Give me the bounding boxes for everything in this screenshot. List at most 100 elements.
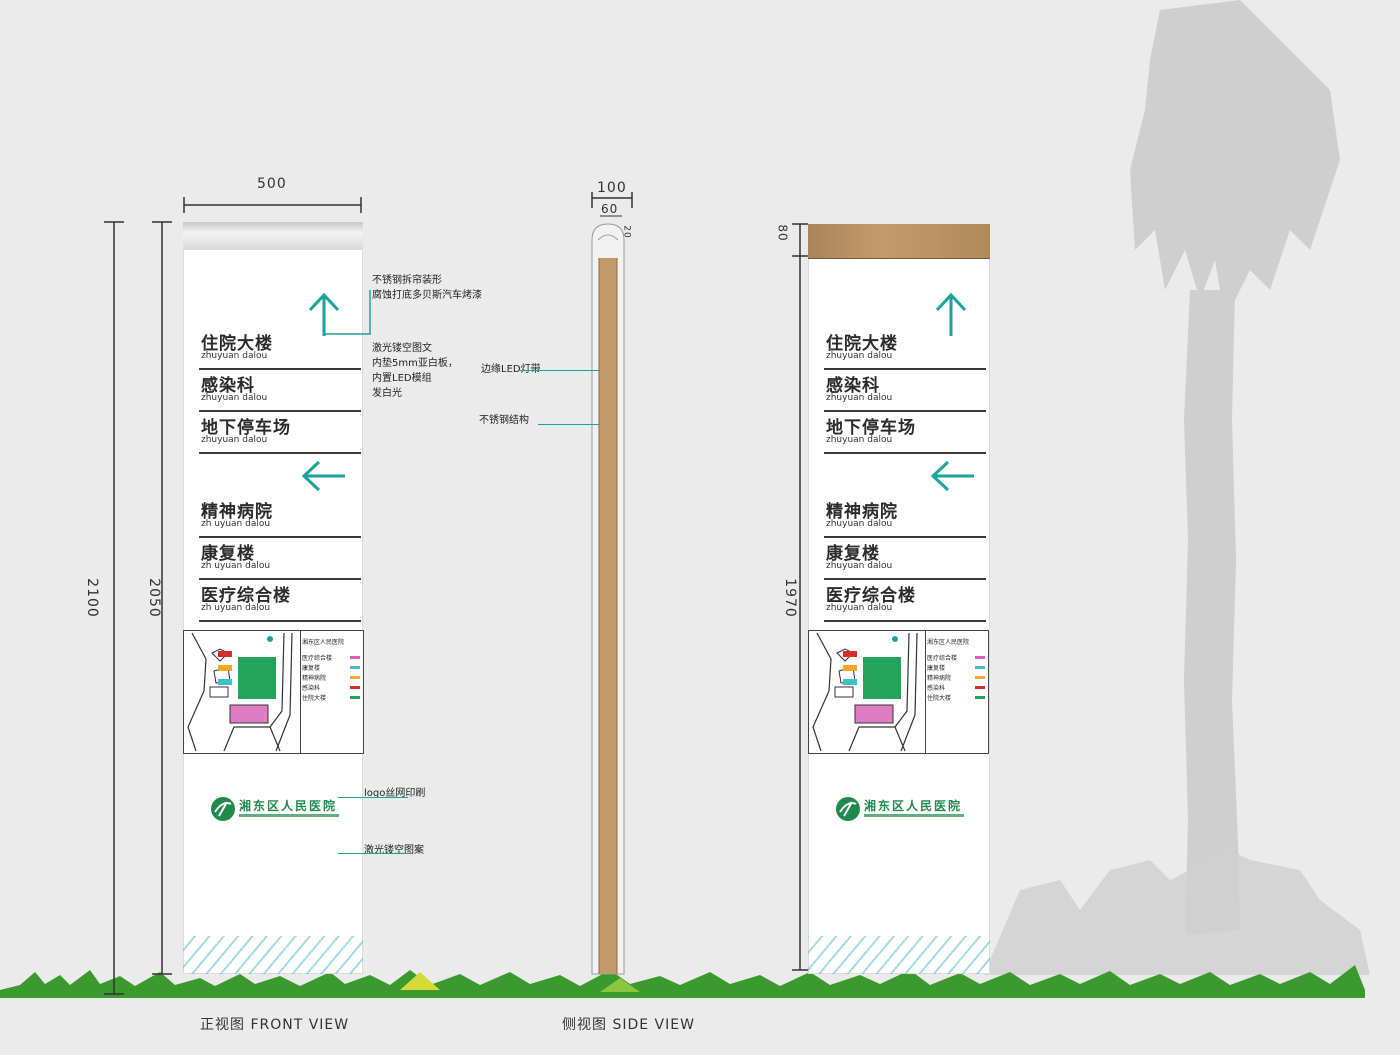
side-view-caption: 侧视图 SIDE VIEW (562, 1017, 695, 1033)
directory-item: 精神病院 zh uyuan dalou (199, 496, 361, 538)
legend-row: 康复楼 (302, 663, 360, 673)
legend-label: 住院大楼 (302, 695, 327, 702)
legend-row: 住院大楼 (927, 693, 985, 703)
directory-name: 精神病院 (201, 502, 273, 522)
frame-leader-line (538, 424, 600, 425)
logo-text: 湘东区人民医院 (239, 799, 338, 813)
side-inner-label: 60 (601, 202, 619, 216)
front-sign-cap (183, 222, 363, 250)
directory-name: 感染科 (826, 376, 880, 396)
directory-name: 医疗综合楼 (201, 586, 291, 606)
cap-note-line: 不锈钢拆帘装形 (372, 275, 442, 286)
panel-note-line: 激光镂空图文 (372, 343, 432, 354)
logo-underline (239, 814, 339, 817)
led-annotation: 边缘LED灯带 (481, 364, 541, 375)
logo-underline (864, 814, 964, 817)
front-site-map: 湘东区人民医院 医疗综合楼 康复楼 精神病院 感染科 住院大楼 (183, 630, 364, 754)
legend-swatch (975, 656, 985, 659)
rear-directory-group-2: 精神病院 zhuyuan dalou 康复楼 zhuyuan dalou 医疗综… (824, 496, 986, 622)
legend-swatch (350, 696, 360, 699)
map-legend-title: 湘东区人民医院 (302, 639, 345, 646)
directory-item: 感染科 zhuyuan dalou (824, 370, 986, 412)
base-annotation: 激光镂空图案 (364, 845, 424, 856)
legend-label: 住院大楼 (927, 695, 952, 702)
front-height-dimensions (104, 221, 172, 995)
legend-swatch (350, 686, 360, 689)
panel-note-line: 内置LED模组 (372, 373, 432, 384)
directory-pinyin: zhuyuan dalou (826, 519, 893, 529)
legend-label: 感染科 (302, 685, 321, 692)
panel-annotation: 激光镂空图文 内垫5mm亚白板， 内置LED模组 发白光 (372, 341, 458, 401)
directory-pinyin: zhuyuan dalou (826, 603, 893, 613)
front-sign-panel: 住院大楼 zhuyuan dalou 感染科 zhuyuan dalou 地下停… (183, 222, 364, 974)
arrow-left-icon (301, 460, 345, 492)
arrow-up-icon (308, 292, 340, 336)
rear-wood-cap (808, 224, 990, 259)
directory-name: 康复楼 (826, 544, 880, 564)
cap-annotation: 不锈钢拆帘装形 腐蚀打底多贝斯汽车烤漆 (372, 273, 482, 303)
legend-swatch (975, 666, 985, 669)
directory-name: 医疗综合楼 (826, 586, 916, 606)
panel-note-line: 内垫5mm亚白板， (372, 358, 458, 369)
directory-item: 住院大楼 zhuyuan dalou (199, 328, 361, 370)
side-depth-dimensions (591, 192, 633, 217)
directory-pinyin: zhuyuan dalou (201, 393, 268, 403)
legend-row: 精神病院 (927, 673, 985, 683)
legend-row: 精神病院 (302, 673, 360, 683)
rear-cap-height-label: 80 (775, 224, 790, 242)
directory-item: 感染科 zhuyuan dalou (199, 370, 361, 412)
directory-name: 住院大楼 (201, 334, 273, 354)
frame-annotation: 不锈钢结构 (479, 415, 529, 426)
legend-row: 医疗综合楼 (302, 653, 360, 663)
legend-swatch (350, 666, 360, 669)
side-depth-label: 100 (597, 180, 627, 196)
legend-row: 感染科 (927, 683, 985, 693)
palm-tree-silhouette (985, 0, 1370, 975)
legend-row: 康复楼 (927, 663, 985, 673)
legend-row: 医疗综合楼 (927, 653, 985, 663)
hospital-logo: 湘东区人民医院 (834, 794, 974, 828)
directory-pinyin: zhuyuan dalou (201, 351, 268, 361)
map-divider (925, 631, 926, 753)
directory-pinyin: zhuyuan dalou (826, 561, 893, 571)
directory-item: 医疗综合楼 zhuyuan dalou (824, 580, 986, 622)
legend-label: 康复楼 (302, 665, 321, 672)
directory-name: 感染科 (201, 376, 255, 396)
directory-pinyin: zhuyuan dalou (201, 435, 268, 445)
front-width-dimension (183, 197, 362, 213)
front-base-hatch-pattern (183, 936, 363, 974)
legend-label: 康复楼 (927, 665, 946, 672)
directory-item: 住院大楼 zhuyuan dalou (824, 328, 986, 370)
front-directory-group-1: 住院大楼 zhuyuan dalou 感染科 zhuyuan dalou 地下停… (199, 328, 361, 454)
logo-annotation: logo丝网印刷 (364, 788, 426, 799)
directory-item: 地下停车场 zhuyuan dalou (824, 412, 986, 454)
side-post (591, 223, 625, 975)
directory-pinyin: zh uyuan dalou (201, 519, 271, 529)
rear-base-hatch-pattern (808, 936, 990, 974)
legend-label: 医疗综合楼 (927, 655, 958, 662)
directory-pinyin: zh uyuan dalou (201, 603, 271, 613)
rear-panel-height-label: 1970 (781, 578, 798, 618)
directory-item: 康复楼 zhuyuan dalou (824, 538, 986, 580)
front-width-label: 500 (257, 176, 287, 192)
directory-pinyin: zhuyuan dalou (826, 393, 893, 403)
arrow-left-icon (930, 460, 974, 492)
grass-strip (0, 965, 1365, 998)
hospital-logo: 湘东区人民医院 (209, 794, 349, 828)
legend-swatch (350, 656, 360, 659)
arrow-leader-line (324, 290, 371, 335)
directory-pinyin: zhuyuan dalou (826, 351, 893, 361)
directory-name: 地下停车场 (201, 418, 291, 438)
legend-swatch (975, 676, 985, 679)
legend-label: 精神病院 (927, 675, 952, 682)
led-leader-line (520, 370, 600, 371)
rear-site-map: 湘东区人民医院 医疗综合楼 康复楼 精神病院 感染科 住院大楼 (808, 630, 989, 754)
directory-name: 住院大楼 (826, 334, 898, 354)
hospital-emblem-icon (211, 797, 235, 821)
map-legend-title: 湘东区人民医院 (927, 639, 970, 646)
cap-note-line: 腐蚀打底多贝斯汽车烤漆 (372, 290, 482, 301)
legend-row: 感染科 (302, 683, 360, 693)
legend-row: 住院大楼 (302, 693, 360, 703)
directory-name: 地下停车场 (826, 418, 916, 438)
